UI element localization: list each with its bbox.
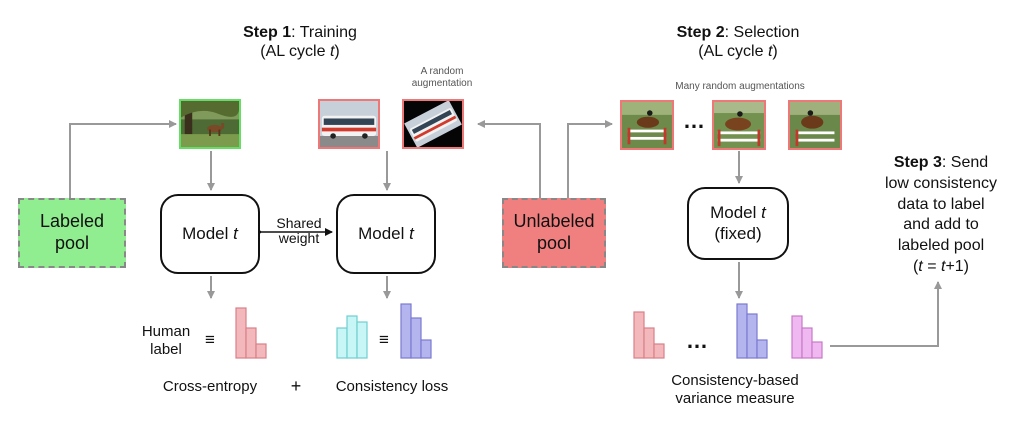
histogram-bar	[633, 311, 645, 359]
deer-photo-icon	[179, 99, 241, 149]
histogram-bar	[346, 315, 358, 359]
histogram-bar	[811, 341, 823, 359]
many-augmentations-caption: Many random augmentations	[675, 81, 805, 92]
histogram-bar	[245, 327, 257, 359]
histogram-human-label	[235, 307, 267, 359]
horse-jump-photo-2-icon	[712, 100, 766, 150]
histogram-bar	[736, 303, 748, 359]
histogram-bar	[356, 321, 368, 359]
horse-jump-photo-3-icon	[788, 100, 842, 150]
arrow-unlabeled-to-many-aug	[567, 120, 613, 198]
histogram-bar	[235, 307, 247, 359]
cross-entropy-label: Cross-entropy	[162, 378, 258, 395]
rotated-bus-photo-icon	[402, 99, 464, 149]
bus-photo-icon	[318, 99, 380, 149]
histogram-bar	[756, 339, 768, 359]
histogram-weak-prediction	[336, 315, 368, 359]
equiv-symbol-1: ≡	[205, 330, 215, 349]
histogram-bar	[420, 339, 432, 359]
variance-ellipsis: …	[686, 328, 709, 353]
augmentations-ellipsis: …	[683, 108, 706, 133]
equiv-symbol-2: ≡	[379, 330, 389, 349]
step1-title: Step 1: Training (AL cycle t)	[243, 24, 357, 60]
histogram-bar	[255, 343, 267, 359]
arrow-unlabeled-to-aug	[477, 120, 541, 198]
arrow-labeled-to-image	[69, 120, 177, 198]
histogram-variance-2	[736, 303, 768, 359]
model-t-fixed-box: Model t (fixed)	[687, 187, 789, 260]
model-t-box-1: Model t	[160, 194, 260, 274]
step3-text: Step 3: Send low consistency data to lab…	[884, 154, 998, 275]
histogram-bar	[746, 313, 758, 359]
histogram-bar	[653, 343, 665, 359]
step2-title: Step 2: Selection (AL cycle t)	[676, 24, 800, 60]
histogram-bar	[643, 327, 655, 359]
histogram-bar	[791, 315, 803, 359]
arrow-variance-to-step3	[830, 281, 942, 347]
plus-sign: +	[290, 376, 302, 396]
histogram-consistency-target	[400, 303, 432, 359]
histogram-bar	[336, 327, 348, 359]
histogram-variance-1	[633, 311, 665, 359]
histogram-bar	[410, 317, 422, 359]
histogram-variance-3	[791, 315, 823, 359]
histogram-bar	[801, 327, 813, 359]
model-t-box-2: Model t	[336, 194, 436, 274]
consistency-loss-label: Consistency loss	[335, 378, 449, 395]
horse-jump-photo-1-icon	[620, 100, 674, 150]
histogram-bar	[400, 303, 412, 359]
